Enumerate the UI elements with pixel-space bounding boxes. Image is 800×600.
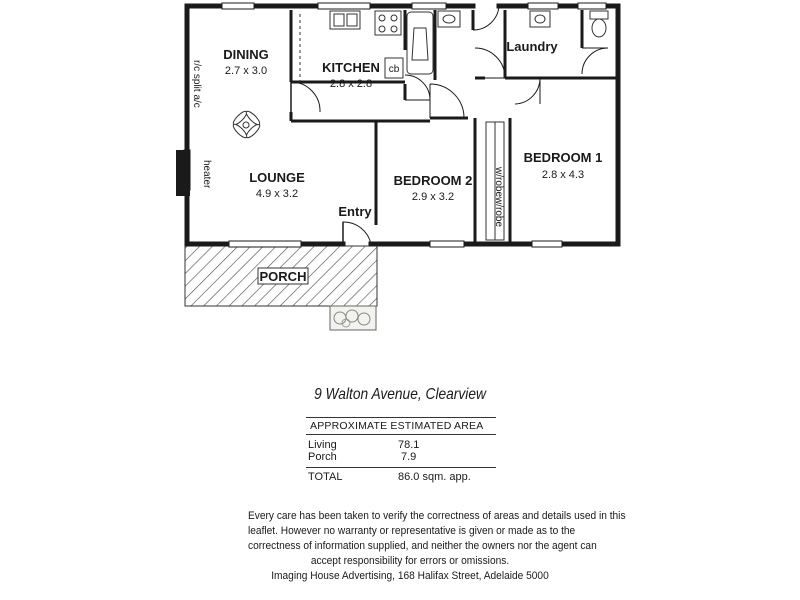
property-address: 9 Walton Avenue, Clearview [314,386,486,403]
doors [290,5,609,245]
area-value: 7.9 [401,451,417,463]
area-row-living: Living 78.1 [306,439,496,451]
disclaimer-line: Imaging House Advertising, 168 Halifax S… [271,570,549,582]
wardrobe-label-a: w/robe [493,166,504,197]
room-laundry-name: Laundry [506,39,558,54]
room-bedroom1-name: BEDROOM 1 [524,150,603,165]
room-kitchen-size: 2.8 x 2.8 [330,78,372,90]
area-label: Living [308,439,337,451]
disclaimer-line: Every care has been taken to verify the … [248,510,626,522]
area-total-value: 86.0 sqm. app. [398,471,471,483]
room-dining-name: DINING [223,47,269,62]
room-bedroom1-size: 2.8 x 4.3 [542,169,584,181]
bathroom-fixtures [406,10,609,75]
cupboard-label: cb [389,64,400,75]
floor-plan: PORCH [176,2,621,331]
heater-label: heater [201,160,212,189]
area-value: 78.1 [398,439,420,451]
porch-area: PORCH [184,245,378,307]
split-ac-label: r/c split a/c [191,60,202,108]
room-entry-name: Entry [338,204,372,219]
area-summary: APPROXIMATE ESTIMATED AREA Living 78.1 P… [306,417,496,483]
area-total-label: TOTAL [308,471,343,483]
kitchen-fixtures [299,10,404,82]
disclaimer-line: leaflet. However no warranty or represen… [248,525,576,537]
room-lounge-name: LOUNGE [249,170,305,185]
planter-box [329,305,377,331]
area-total-row: TOTAL 86.0 sqm. app. [306,467,496,483]
heater-unit [176,150,190,196]
porch-label: PORCH [260,269,307,284]
area-heading: APPROXIMATE ESTIMATED AREA [306,417,496,435]
wardrobes [485,121,505,241]
disclaimer-line: accept responsibility for errors or omis… [310,555,510,567]
room-dining-size: 2.7 x 3.0 [225,65,267,77]
wardrobe-label-b: w/robe [493,196,504,227]
area-row-porch: Porch 7.9 [306,451,496,463]
disclaimer-line: correctness of information supplied, and… [248,540,597,552]
area-label: Porch [308,451,337,463]
room-kitchen-name: KITCHEN [322,60,380,75]
disclaimer: Every care has been taken to verify the … [248,509,626,584]
room-bedroom2-size: 2.9 x 3.2 [412,191,454,203]
room-lounge-size: 4.9 x 3.2 [256,188,298,200]
ceiling-fan-icon [232,110,261,139]
room-bedroom2-name: BEDROOM 2 [394,173,473,188]
